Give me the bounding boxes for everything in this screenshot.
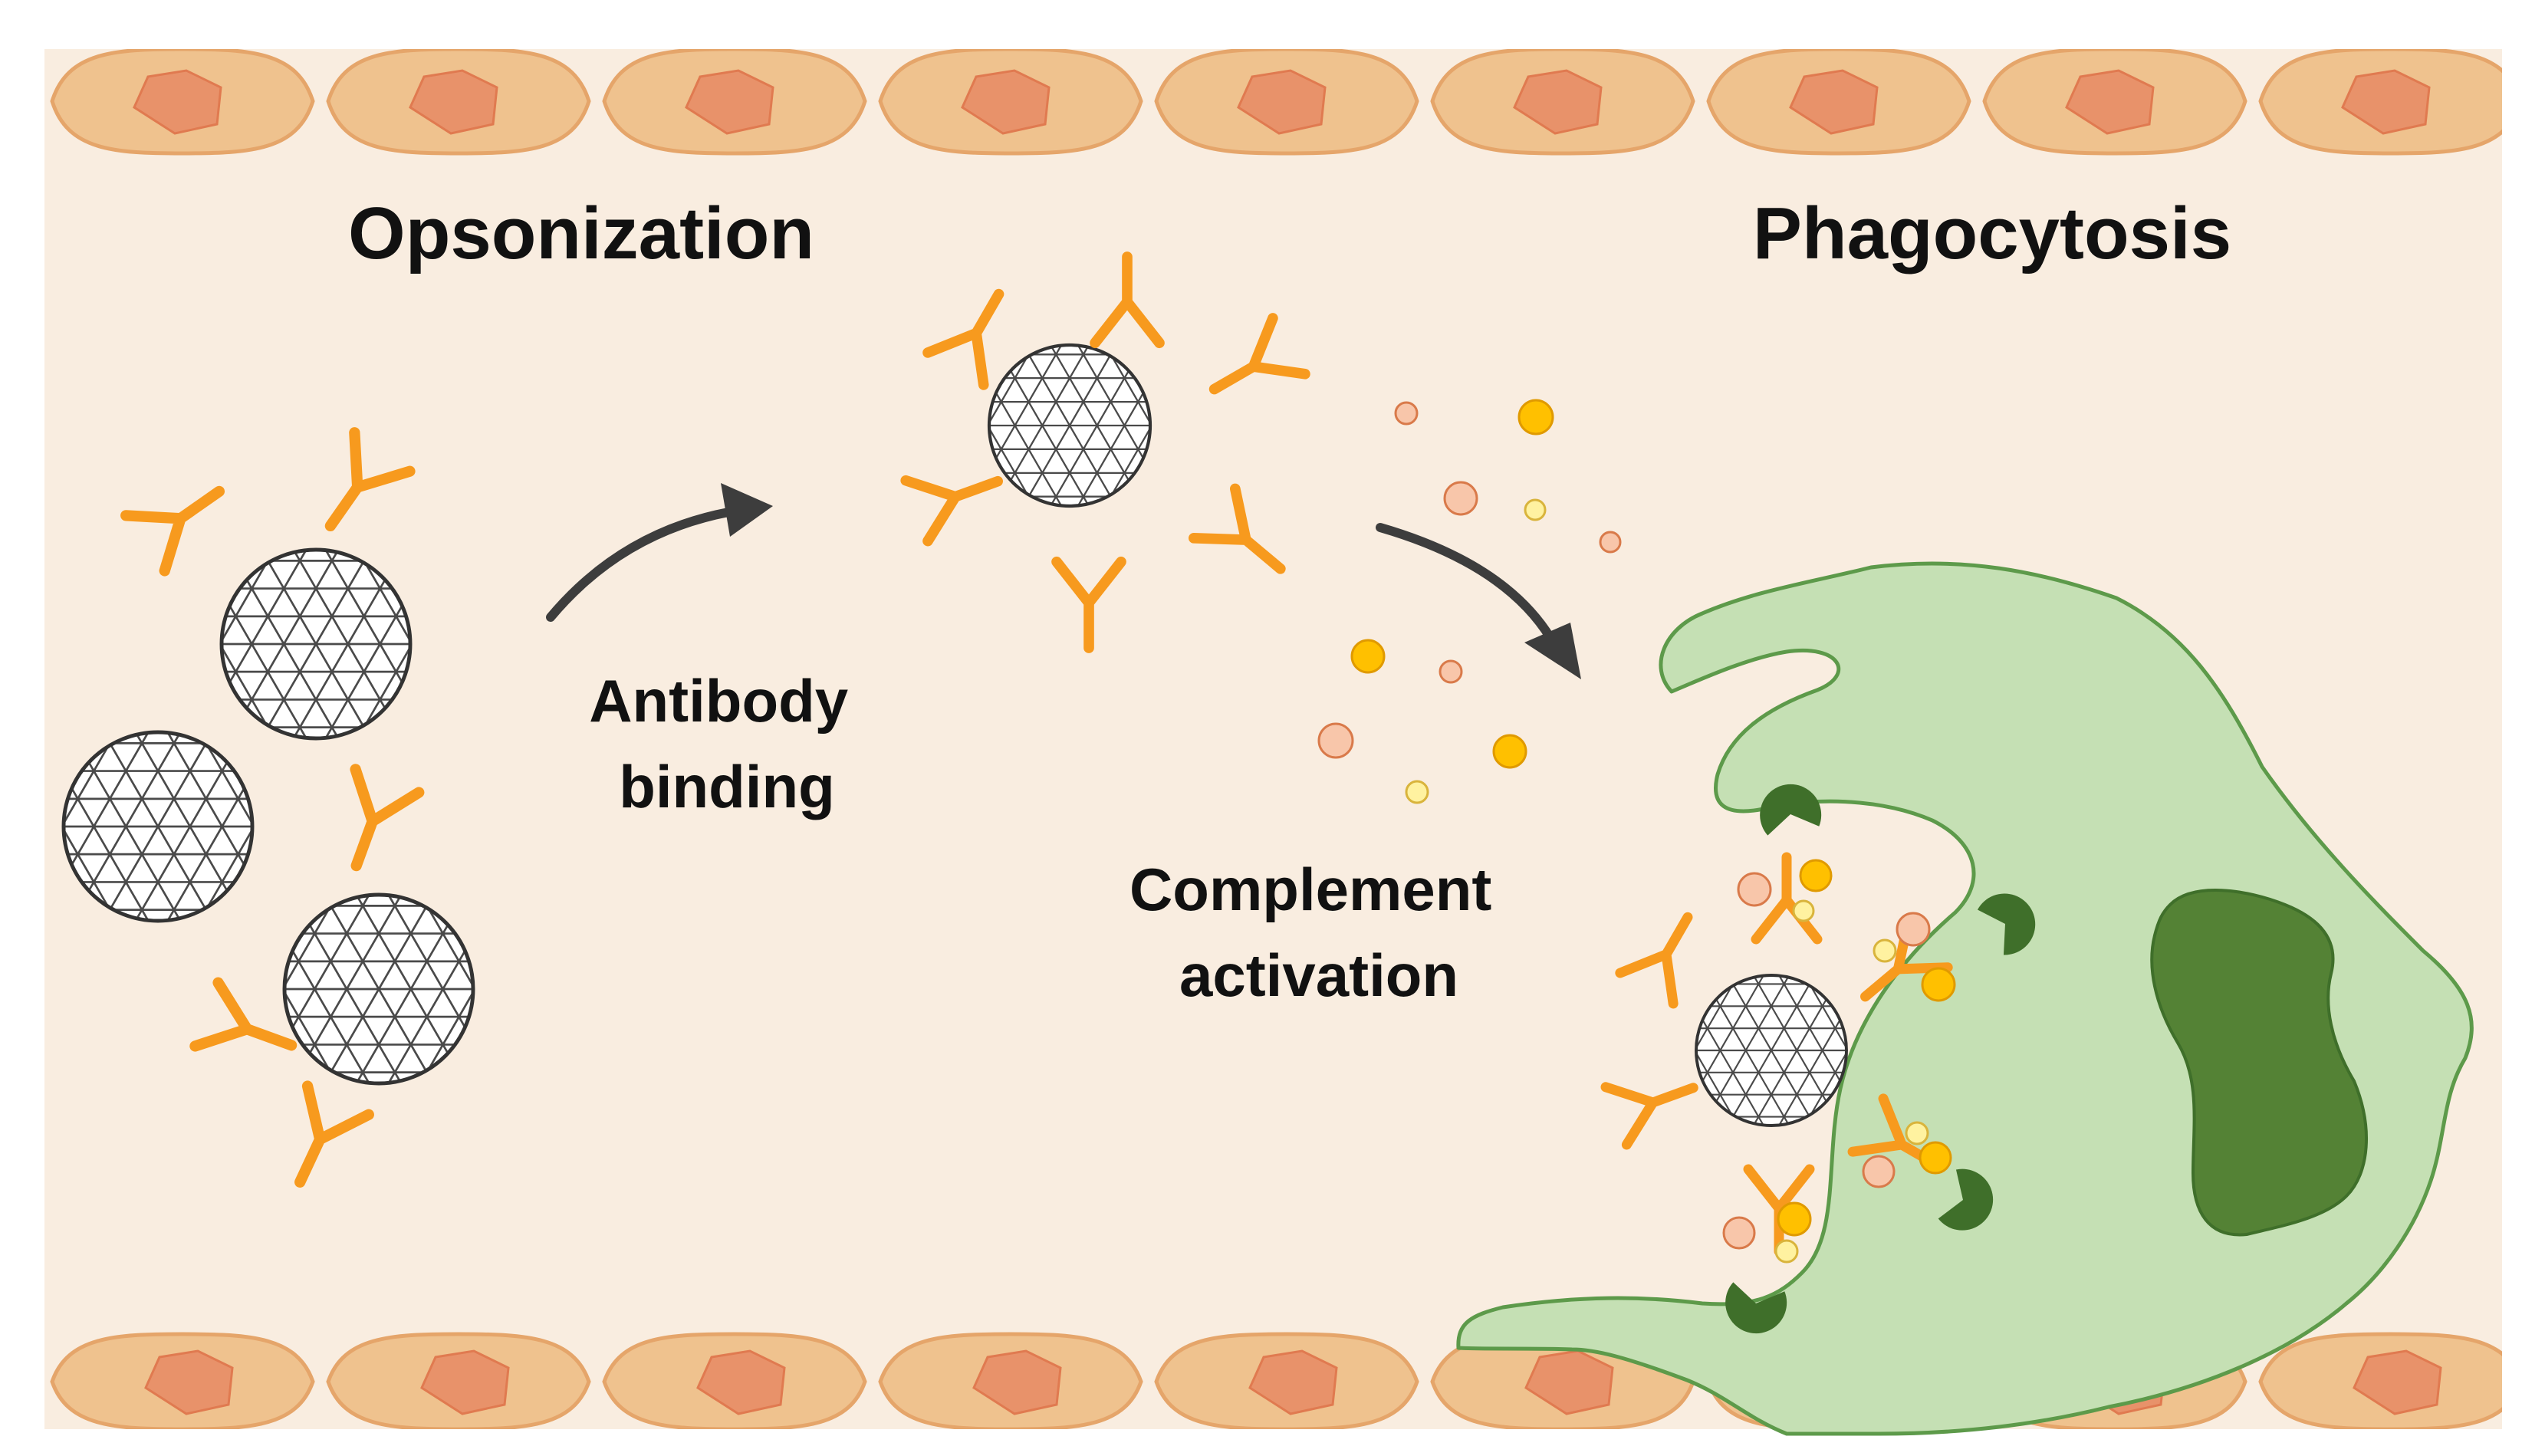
complement-particle-icon (1439, 659, 1463, 684)
phagocyte-nucleus (2150, 889, 2368, 1237)
endothelial-cell (602, 49, 867, 156)
endothelial-nucleus (133, 69, 222, 135)
complement-particle-icon (1317, 722, 1354, 759)
antibody-binding-line-1: Antibody (589, 667, 848, 735)
endothelial-nucleus (1248, 1349, 1338, 1415)
antibody-binding-arrow (546, 483, 773, 622)
endothelial-cell (878, 1332, 1143, 1429)
endothelial-cell (2258, 1332, 2502, 1429)
endothelial-cell (50, 1332, 315, 1429)
endothelial-nucleus (685, 69, 774, 135)
endothelial-nucleus (409, 69, 498, 135)
complement-particle-icon (1774, 1239, 1799, 1264)
endothelial-nucleus (2341, 69, 2431, 135)
complement-particle-icon (1777, 1201, 1812, 1237)
complement-particle-icon (1737, 872, 1772, 907)
endothelial-cell (1154, 1332, 1419, 1429)
endothelial-cell (2258, 49, 2502, 156)
complement-particle-icon (1350, 639, 1386, 674)
endothelial-cell (602, 1332, 867, 1429)
complement-particle-icon (1873, 938, 1897, 963)
antibody-binding-label: Antibody binding (589, 667, 865, 820)
complement-particle-icon (1905, 1121, 1929, 1145)
endothelial-cell (1154, 49, 1419, 156)
endothelial-cell (1706, 49, 1971, 156)
top-endothelial-layer (0, 49, 2502, 156)
complement-particle-icon (1722, 1216, 1756, 1250)
complement-particle-icon (1524, 498, 1547, 521)
endothelial-nucleus (1513, 69, 1603, 135)
complement-particle-icon (1896, 912, 1931, 947)
complement-particle-icon (1492, 734, 1527, 769)
complement-particle-icon (1405, 780, 1429, 804)
endothelial-nucleus (144, 1349, 234, 1415)
endothelial-cell (1430, 49, 1695, 156)
endothelial-nucleus (2353, 1349, 2442, 1415)
endothelial-nucleus (961, 69, 1051, 135)
complement-activation-line-2: activation (1179, 942, 1458, 1009)
complement-particle-icon (1394, 401, 1419, 426)
complement-particle-icon (1599, 531, 1622, 554)
complement-particle-icon (1799, 859, 1833, 892)
endothelial-nucleus (1789, 69, 1879, 135)
complement-particle-icon (1517, 399, 1554, 435)
complement-activation-arrow (1376, 523, 1581, 679)
endothelial-nucleus (1524, 1349, 1614, 1415)
phagocyte-cell (1456, 561, 2474, 1436)
phagocytosis-title: Phagocytosis (1753, 192, 2231, 274)
endothelial-nucleus (972, 1349, 1062, 1415)
complement-activation-line-1: Complement (1129, 856, 1491, 923)
complement-particle-icon (1443, 481, 1478, 516)
opsonization-title: Opsonization (348, 192, 814, 274)
endothelial-cell (326, 49, 591, 156)
antibody-binding-line-2: binding (619, 753, 835, 820)
complement-particle-icon (1792, 899, 1815, 922)
endothelial-cell (0, 49, 37, 153)
endothelial-nucleus (1237, 69, 1327, 135)
complement-particle-icon (1862, 1155, 1896, 1188)
complement-particle-icon (1921, 967, 1956, 1002)
endothelial-cell (50, 49, 315, 156)
complement-particle-icon (1919, 1141, 1952, 1175)
endothelial-cell (1982, 49, 2247, 156)
endothelial-nucleus (420, 1349, 510, 1415)
endothelial-nucleus (696, 1349, 786, 1415)
complement-activation-label: Complement activation (1129, 856, 1508, 1009)
endothelial-nucleus (2065, 69, 2155, 135)
endothelial-cell (878, 49, 1143, 156)
endothelial-cell (0, 1334, 37, 1429)
endothelial-cell (326, 1332, 591, 1429)
